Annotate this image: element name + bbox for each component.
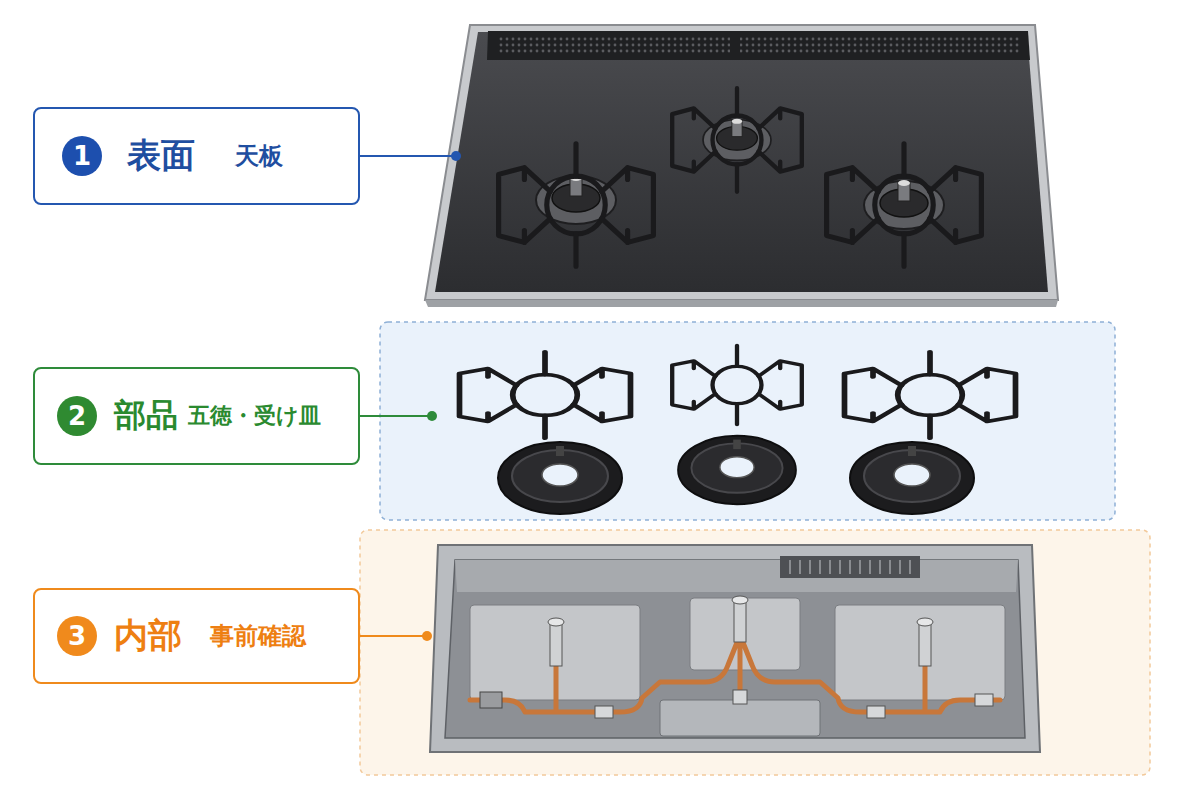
tray-back — [455, 560, 1018, 592]
leader-dot — [422, 631, 432, 641]
sub-text: 事前確認 — [210, 623, 306, 649]
leader-line — [360, 635, 423, 637]
top-edge — [425, 300, 1058, 307]
burner-plate — [835, 605, 1005, 700]
heading-text: 部品 — [114, 398, 178, 433]
inner-vent-slots — [790, 560, 910, 574]
fitting — [975, 694, 993, 706]
fitting — [867, 706, 885, 718]
callout-number: 2 — [68, 402, 86, 431]
label-box: 内部 事前確認 3 — [33, 588, 360, 684]
number-badge: 3 — [57, 616, 97, 656]
leader-line — [360, 415, 428, 417]
tray-inner — [445, 560, 1025, 738]
burner-plate — [690, 598, 800, 670]
grate — [845, 352, 1016, 438]
fitting — [595, 706, 613, 718]
grate — [672, 88, 802, 192]
drip-pan — [498, 442, 622, 514]
callout-number: 1 — [73, 142, 91, 171]
valve — [550, 622, 562, 666]
valve — [919, 622, 931, 666]
drip-pan — [850, 442, 974, 514]
inside-panel — [360, 530, 1150, 775]
grate — [827, 144, 982, 266]
grate — [460, 352, 631, 438]
callout-number: 3 — [68, 622, 86, 651]
valve-top — [548, 618, 564, 626]
number-badge: 1 — [62, 136, 102, 176]
fitting — [733, 690, 747, 704]
sub-text: 五徳・受け皿 — [188, 404, 321, 428]
label-box: 表面 天板 1 — [33, 107, 360, 205]
valve-top — [732, 596, 748, 604]
top-rim — [425, 25, 1058, 300]
leader-dot — [451, 151, 461, 161]
center-panel — [660, 700, 820, 736]
heading-text: 表面 — [127, 137, 195, 174]
grate — [499, 144, 654, 266]
vent-grill — [740, 35, 1020, 55]
vent-grill — [498, 35, 730, 55]
label-box: 部品五徳・受け皿 2 — [33, 367, 360, 465]
leader-line — [360, 155, 452, 157]
valve-top — [917, 618, 933, 626]
inner-vent — [780, 556, 920, 578]
valve — [734, 600, 746, 642]
parts-panel — [380, 322, 1115, 520]
leader-dot — [427, 411, 437, 421]
top-plate — [435, 32, 1048, 292]
grate — [672, 345, 802, 424]
vent-strip — [487, 31, 1030, 60]
drip-pan — [678, 436, 796, 504]
tray-outer — [430, 545, 1040, 752]
sub-text: 天板 — [235, 143, 283, 169]
heading-text: 内部 — [114, 617, 182, 654]
number-badge: 2 — [57, 396, 97, 436]
fitting — [480, 692, 502, 708]
